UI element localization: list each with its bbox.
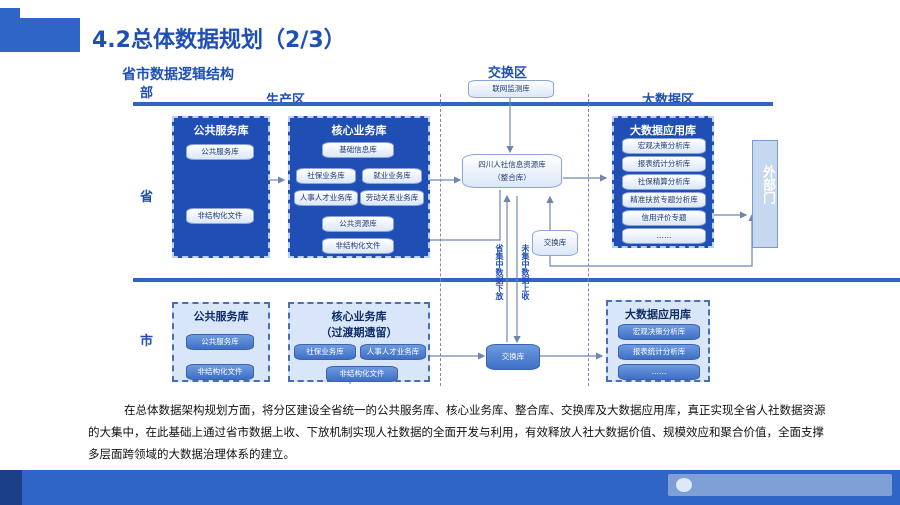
- city-core-item: 社保业务库: [294, 344, 356, 360]
- prov-bigdata-title: 大数据应用库: [630, 124, 696, 137]
- flow-label-down: 省集中数据下放: [495, 244, 504, 300]
- central-integrated-db: 四川人社信息资源库 （整合库）: [462, 154, 562, 188]
- prov-core-item: 基础信息库: [322, 142, 394, 158]
- footer-accent: [0, 470, 22, 505]
- prov-bigdata-item: 信用评价专题: [622, 210, 706, 226]
- city-bigdata-title: 大数据应用库: [625, 308, 691, 321]
- zone-label-bu: 部: [140, 86, 154, 101]
- prov-bigdata-item: 宏观决策分析库: [622, 138, 706, 154]
- external-department-label: 外部门: [760, 165, 775, 204]
- city-core-title: 核心业务库: [331, 310, 387, 323]
- prov-core-item: 社保业务库: [296, 168, 356, 184]
- watermark-overlay: [668, 474, 892, 496]
- prov-bigdata-lib: 大数据应用库 宏观决策分析库 报表统计分析库 社保精算分析库 精准扶贫专题分析库…: [612, 116, 714, 248]
- internet-monitor-db: 联网监测库: [468, 80, 554, 98]
- city-public-item: 公共服务库: [186, 334, 254, 350]
- city-core-business-lib: 核心业务库 （过渡期遗留） 社保业务库 人事人才业务库 非结构化文件: [288, 302, 430, 382]
- prov-core-item: 公共资源库: [322, 216, 394, 232]
- zone-label-province: 省: [140, 190, 154, 205]
- zone-divider-right: [588, 94, 589, 386]
- prov-bigdata-item: 社保精算分析库: [622, 174, 706, 190]
- city-core-item: 人事人才业务库: [360, 344, 426, 360]
- prov-public-title: 公共服务库: [193, 124, 249, 137]
- prov-exchange-db: 交换库: [532, 230, 578, 256]
- prov-public-item: 公共服务库: [186, 144, 254, 160]
- zone-label-exchange: 交换区: [488, 66, 528, 81]
- city-bigdata-item: 报表统计分析库: [618, 344, 700, 360]
- prov-public-service-lib: 公共服务库 公共服务库 非结构化文件: [172, 116, 270, 258]
- diagram-subtitle: 省市数据逻辑结构: [122, 67, 234, 83]
- central-db-line2: （整合库）: [493, 173, 531, 182]
- prov-core-business-lib: 核心业务库 基础信息库 社保业务库 就业业务库 人事人才业务库 劳动关系业务库 …: [288, 116, 430, 258]
- prov-bigdata-item: 报表统计分析库: [622, 156, 706, 172]
- city-public-item: 非结构化文件: [186, 364, 254, 380]
- zone-label-city: 市: [140, 334, 154, 349]
- header-accent-bar: [0, 18, 80, 52]
- prov-core-item: 就业业务库: [362, 168, 422, 184]
- external-department-box: 外部门: [752, 140, 778, 248]
- prov-core-item: 人事人才业务库: [294, 190, 358, 206]
- flow-label-up: 未集中数据上收: [521, 244, 530, 300]
- prov-bigdata-item: 精准扶贫专题分析库: [622, 192, 706, 208]
- prov-core-item: 非结构化文件: [322, 238, 394, 254]
- header-accent-small: [0, 8, 20, 20]
- city-bigdata-item: ……: [618, 364, 700, 380]
- prov-public-item: 非结构化文件: [186, 208, 254, 224]
- central-db-line1: 四川人社信息资源库: [478, 160, 546, 169]
- prov-bigdata-item: ……: [622, 228, 706, 244]
- city-bigdata-lib: 大数据应用库 宏观决策分析库 报表统计分析库 ……: [606, 300, 710, 382]
- city-core-subtitle: （过渡期遗留）: [320, 326, 398, 339]
- prov-core-title: 核心业务库: [331, 124, 387, 137]
- prov-core-item: 劳动关系业务库: [360, 190, 424, 206]
- city-exchange-db: 交换库: [486, 344, 540, 370]
- city-public-title: 公共服务库: [193, 310, 249, 323]
- band-top: [133, 102, 773, 106]
- description-paragraph: 在总体数据架构规划方面，将分区建设全省统一的公共服务库、核心业务库、整合库、交换…: [88, 403, 826, 461]
- page-title: 4.2总体数据规划（2/3）: [92, 28, 346, 53]
- city-bigdata-item: 宏观决策分析库: [618, 324, 700, 340]
- city-core-item: 非结构化文件: [326, 366, 398, 382]
- city-public-service-lib: 公共服务库 公共服务库 非结构化文件: [172, 302, 270, 382]
- wechat-icon: [676, 478, 692, 492]
